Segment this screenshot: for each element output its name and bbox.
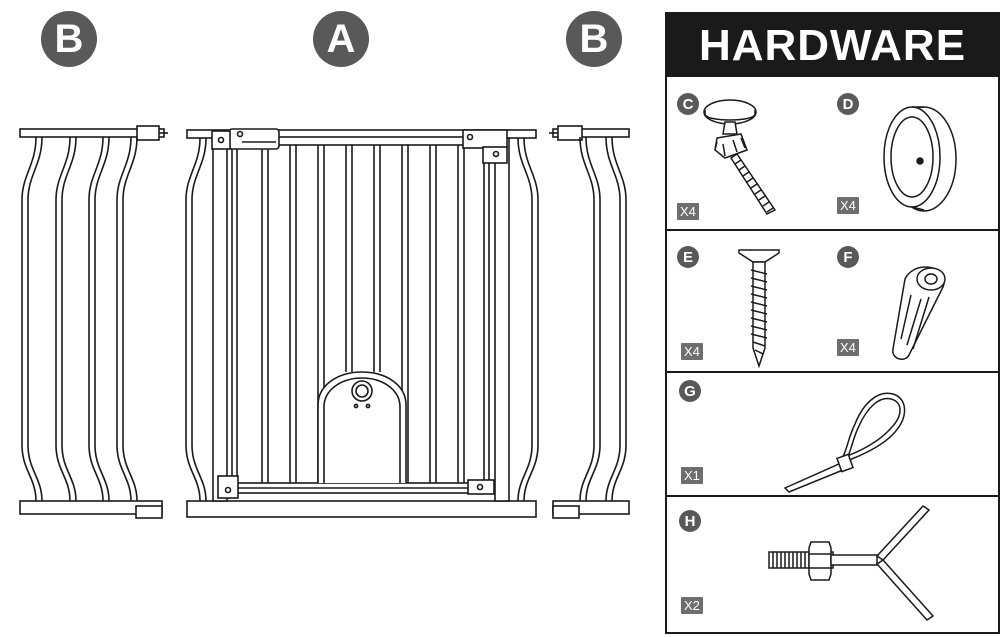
hardware-divider-1 bbox=[667, 229, 998, 231]
hardware-h-qty: X2 bbox=[681, 597, 703, 614]
cable-tie-icon bbox=[783, 392, 906, 493]
hardware-e-letter: E bbox=[677, 246, 699, 268]
extension-b-right-label: B bbox=[566, 11, 622, 67]
hardware-d-letter: D bbox=[837, 93, 859, 115]
y-spindle-tool-icon bbox=[768, 505, 935, 621]
wall-cup-icon bbox=[883, 106, 957, 212]
pressure-spindle-with-pad-icon bbox=[703, 99, 777, 215]
hardware-f-letter: F bbox=[837, 246, 859, 268]
hardware-e-qty: X4 bbox=[681, 343, 703, 360]
screw-icon bbox=[738, 249, 780, 369]
hardware-g-letter: G bbox=[679, 380, 701, 402]
hardware-f-qty: X4 bbox=[837, 339, 859, 356]
hardware-panel: HARDWARE C X4 D X4 E X4 bbox=[665, 12, 1000, 634]
hardware-h-letter: H bbox=[679, 510, 701, 532]
hardware-c-letter: C bbox=[677, 93, 699, 115]
hardware-divider-2 bbox=[667, 371, 998, 373]
hardware-c-qty: X4 bbox=[677, 203, 699, 220]
wall-anchor-icon bbox=[892, 266, 946, 360]
hardware-divider-3 bbox=[667, 495, 998, 497]
gate-a-label: A bbox=[313, 11, 369, 67]
hardware-d-qty: X4 bbox=[837, 197, 859, 214]
extension-b-left-label: B bbox=[41, 11, 97, 67]
hardware-g-qty: X1 bbox=[681, 467, 703, 484]
hardware-title: HARDWARE bbox=[667, 14, 998, 77]
